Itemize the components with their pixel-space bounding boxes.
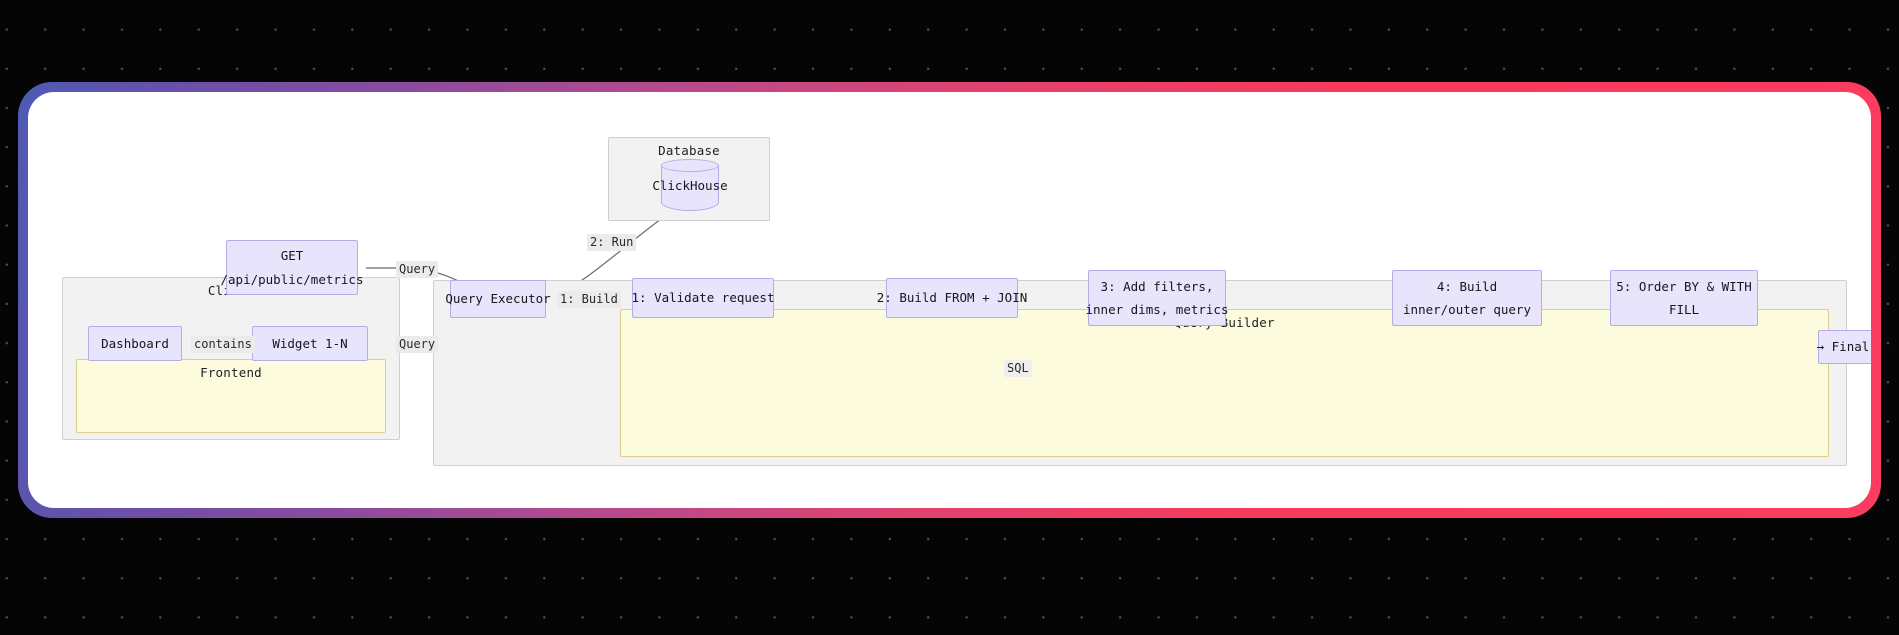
node-step-2-build-from-join[interactable]: 2: Build FROM + JOIN bbox=[877, 278, 1027, 318]
edge-label-contains: contains bbox=[191, 336, 255, 353]
node-step-5-order-by-with-fill[interactable]: 5: Order BY & WITH FILL bbox=[1610, 270, 1758, 326]
group-frontend-title: Frontend bbox=[200, 365, 262, 380]
node-step-3-add-filters[interactable]: 3: Add filters, inner dims, metrics bbox=[1085, 270, 1229, 326]
node-step2-label: 2: Build FROM + JOIN bbox=[876, 290, 1028, 306]
node-step1-label: 1: Validate request bbox=[631, 290, 775, 306]
cylinder-top-ellipse bbox=[661, 159, 719, 172]
node-step3-line2: inner dims, metrics bbox=[1085, 302, 1229, 317]
node-step3-line1: 3: Add filters, bbox=[1100, 278, 1214, 294]
gradient-frame: Client GET /api/public/metrics Frontend … bbox=[18, 82, 1881, 518]
node-step4-line2: inner/outer query bbox=[1403, 302, 1531, 317]
node-step4-line1: 4: Build bbox=[1436, 278, 1498, 294]
group-frontend: Frontend bbox=[76, 359, 386, 433]
edge-label-build: 1: Build bbox=[557, 291, 621, 308]
node-step5-line1: 5: Order BY & WITH bbox=[1616, 278, 1752, 294]
node-step5-line2: FILL bbox=[1668, 302, 1700, 317]
node-query-executor-label: Query Executor bbox=[445, 291, 551, 307]
edge-label-query-top: Query bbox=[396, 261, 439, 278]
edge-label-query-bottom: Query bbox=[396, 336, 439, 353]
node-step-1-validate-request[interactable]: 1: Validate request bbox=[631, 278, 775, 318]
cylinder-body bbox=[661, 165, 719, 211]
node-final-sql-label: → Final SQL bbox=[1816, 339, 1870, 355]
node-dashboard-label: Dashboard bbox=[101, 335, 169, 351]
node-get-line2: /api/public/metrics bbox=[220, 271, 364, 287]
node-dashboard[interactable]: Dashboard bbox=[88, 326, 182, 361]
node-step-4-build-inner-outer-query[interactable]: 4: Build inner/outer query bbox=[1392, 270, 1542, 326]
group-database-title: Database bbox=[658, 143, 720, 158]
node-clickhouse[interactable] bbox=[661, 159, 719, 211]
edge-label-run: 2: Run bbox=[587, 234, 637, 251]
node-final-sql[interactable]: → Final SQL bbox=[1816, 330, 1871, 364]
edge-label-sql: SQL bbox=[1004, 360, 1032, 377]
node-get-api-public-metrics[interactable]: GET /api/public/metrics bbox=[221, 240, 364, 295]
node-widget-label: Widget 1-N bbox=[272, 335, 348, 351]
node-get-line1: GET bbox=[280, 248, 304, 264]
node-widget[interactable]: Widget 1-N bbox=[252, 326, 368, 361]
group-query-builder: Query Builder bbox=[620, 309, 1829, 457]
node-query-executor[interactable]: Query Executor bbox=[445, 280, 551, 318]
diagram-canvas[interactable]: Client GET /api/public/metrics Frontend … bbox=[28, 92, 1871, 508]
node-clickhouse-label: ClickHouse bbox=[652, 178, 728, 193]
